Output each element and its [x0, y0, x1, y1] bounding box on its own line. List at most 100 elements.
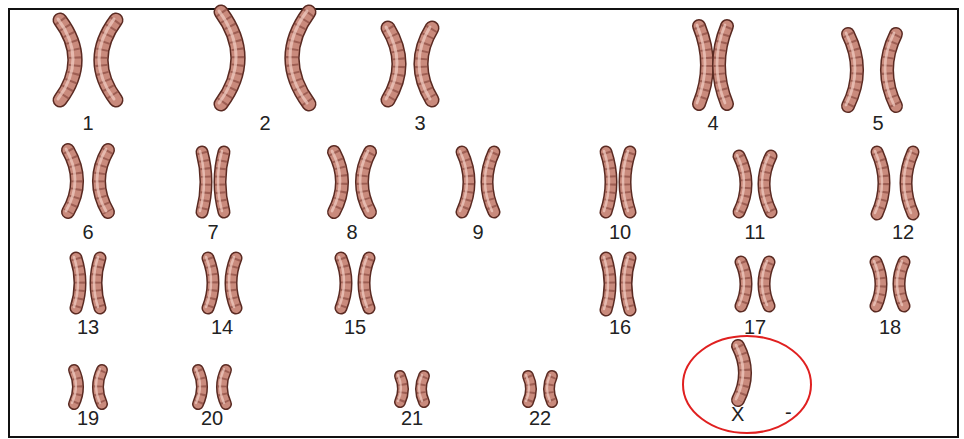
chromosome-number: 22 — [529, 408, 551, 428]
number-label: 13 — [77, 316, 99, 338]
chromosome-number: 21 — [401, 408, 423, 428]
chromosome — [737, 155, 746, 212]
chromosome — [58, 19, 75, 100]
number-label: 10 — [609, 221, 631, 243]
chromosome-pair — [697, 25, 727, 104]
chromosome — [875, 151, 884, 214]
chromosome-pair — [739, 261, 769, 306]
chromosome-number: 2 — [259, 113, 270, 133]
number-label: 22 — [529, 407, 551, 429]
chromosome-number: 4 — [707, 113, 718, 133]
frame-border — [9, 9, 958, 437]
chromosome-pair — [526, 375, 552, 402]
chromosome-pair — [74, 257, 100, 308]
chromosome — [218, 151, 224, 212]
chromosome — [200, 151, 206, 212]
chromosome-number: 8 — [346, 222, 357, 242]
chromosome-pair — [875, 151, 913, 214]
chromosome — [604, 151, 611, 212]
chromosome — [229, 257, 236, 308]
chromosome-pair — [737, 155, 771, 212]
chromosome-number: 6 — [82, 222, 93, 242]
number-label: 16 — [609, 316, 631, 338]
chromosome — [604, 257, 610, 310]
sex-chromosome-label: - — [785, 402, 792, 422]
red-ellipse — [683, 336, 811, 433]
number-label: 4 — [707, 112, 718, 134]
chromosome-pair — [339, 257, 369, 308]
chromosome — [736, 345, 745, 400]
chromosome — [206, 257, 213, 308]
number-label: 1 — [82, 112, 93, 134]
chromosome — [196, 369, 202, 404]
chromosome-pair — [219, 11, 309, 104]
chromosome — [97, 149, 108, 212]
chromosome — [762, 155, 771, 212]
chromosome-pair — [206, 257, 236, 308]
chromosome — [885, 33, 896, 106]
chromosome-number: 17 — [744, 317, 766, 337]
chromosome — [398, 375, 403, 402]
chromosome-number: 11 — [745, 222, 766, 242]
chromosome — [419, 27, 432, 100]
chromosome — [697, 25, 707, 104]
chromosome-pair — [72, 369, 102, 404]
chromosome — [290, 11, 309, 104]
chromosome-number: 15 — [344, 317, 366, 337]
number-label: 17 — [744, 316, 766, 338]
chromosome-number: 5 — [872, 113, 883, 133]
chromosome — [74, 257, 80, 308]
number-label: 8 — [346, 221, 357, 243]
chromosome — [762, 261, 769, 306]
number-label: 11 — [745, 221, 766, 243]
chromosome — [362, 257, 369, 308]
chromosome-pair — [874, 261, 904, 306]
chromosome-pair — [200, 151, 224, 212]
chromosome-pair — [604, 151, 630, 212]
chromosome — [460, 151, 469, 212]
chromosome — [485, 151, 494, 212]
number-label: 6 — [82, 221, 93, 243]
chromosome-number: 13 — [77, 317, 99, 337]
chromosome-pair — [332, 151, 370, 212]
chromosome — [419, 375, 424, 402]
chromosome — [94, 257, 100, 308]
chromosome — [219, 11, 238, 104]
chromosome-number: 7 — [207, 222, 218, 242]
chromosome — [339, 257, 346, 308]
circle-outline — [681, 334, 813, 435]
number-label: 5 — [872, 112, 883, 134]
chromosome-pair — [386, 27, 432, 100]
number-label: 3 — [414, 112, 425, 134]
number-label: 20 — [201, 407, 223, 429]
chromosome — [874, 261, 881, 306]
number-label: 2 — [259, 112, 270, 134]
chromosome-number: 9 — [472, 222, 483, 242]
chromosome — [96, 369, 102, 404]
chromosome-pair — [846, 33, 896, 106]
chromosome — [360, 151, 370, 212]
chromosome-number: 14 — [211, 317, 233, 337]
number-label: 21 — [401, 407, 423, 429]
chromosome-number: 1 — [82, 113, 93, 133]
chromosome — [386, 27, 399, 100]
chromosome — [332, 151, 342, 212]
number-label: 19 — [77, 407, 99, 429]
chromosome — [897, 261, 904, 306]
number-label: 9 — [472, 221, 483, 243]
chromosome-pair — [58, 19, 116, 100]
chromosome-number: 12 — [892, 222, 914, 242]
chromosome-number: 18 — [879, 317, 901, 337]
highlight-circle: X- — [681, 334, 813, 435]
chromosome-pair — [604, 257, 630, 310]
chromosome-pair — [460, 151, 494, 212]
chromosome — [904, 151, 913, 214]
chromosome — [547, 375, 552, 402]
chromosome-pair — [398, 375, 424, 402]
chromosome — [526, 375, 531, 402]
chromosome-single — [736, 345, 745, 400]
chromosome-number: 10 — [609, 222, 631, 242]
chromosome — [623, 151, 630, 212]
chromosome — [624, 257, 630, 310]
